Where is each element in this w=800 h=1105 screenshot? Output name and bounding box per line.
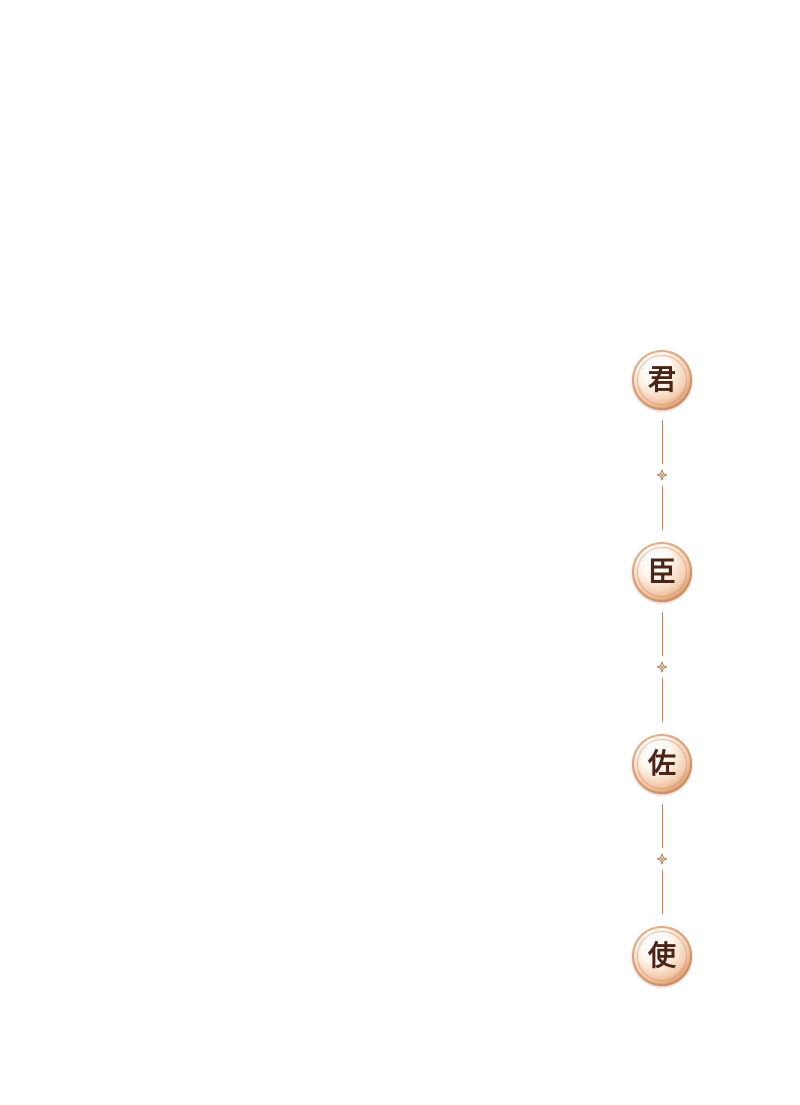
step-node-chen[interactable]: 臣 bbox=[632, 542, 692, 602]
vertical-step-nav: 君 臣 佐 bbox=[631, 350, 693, 986]
connector-line bbox=[661, 870, 663, 914]
step-connector bbox=[631, 410, 693, 542]
step-label: 君 bbox=[647, 363, 676, 396]
diamond-flower-icon bbox=[657, 662, 667, 672]
connector-line bbox=[661, 486, 663, 530]
step-node-zuo[interactable]: 佐 bbox=[632, 734, 692, 794]
connector-line bbox=[661, 420, 663, 464]
connector-line bbox=[661, 678, 663, 722]
step-node-jun[interactable]: 君 bbox=[632, 350, 692, 410]
connector-line bbox=[661, 804, 663, 848]
step-label: 佐 bbox=[647, 747, 676, 780]
step-label: 臣 bbox=[647, 555, 676, 588]
step-node-shi[interactable]: 使 bbox=[632, 926, 692, 986]
step-connector bbox=[631, 794, 693, 926]
step-label: 使 bbox=[647, 939, 676, 972]
diamond-flower-icon bbox=[657, 854, 667, 864]
connector-line bbox=[661, 612, 663, 656]
step-connector bbox=[631, 602, 693, 734]
diamond-flower-icon bbox=[657, 470, 667, 480]
